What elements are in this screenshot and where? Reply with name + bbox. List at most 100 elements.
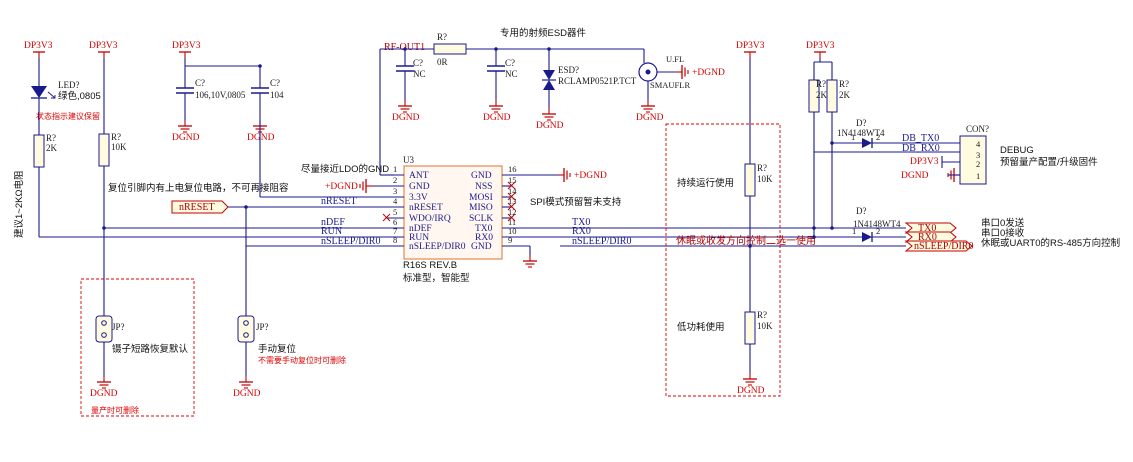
svg-text:NSS: NSS — [475, 182, 492, 192]
svg-text:5: 5 — [393, 207, 397, 217]
svg-text:GND: GND — [409, 182, 430, 192]
ic-pin: 7 RUN — [39, 226, 429, 243]
ic-ref: U3 — [403, 155, 414, 165]
c-rf2-value: NC — [505, 69, 518, 79]
ldo-note: 尽量接近LDO的GND — [301, 163, 389, 175]
ic-body — [403, 165, 503, 260]
jp-short-ref: JP? — [112, 322, 125, 332]
r-rf-ref: R? — [437, 32, 447, 42]
c-rf1-ref: C? — [413, 58, 423, 68]
svg-text:WDO/IRQ: WDO/IRQ — [409, 214, 451, 224]
run-mode-label: 持续运行使用 — [677, 177, 734, 189]
r-pullup-ref: R? — [111, 132, 121, 142]
svg-text:TX0: TX0 — [475, 224, 493, 234]
power-label: DP3V3 — [910, 157, 939, 167]
svg-text:10: 10 — [508, 226, 517, 236]
db-rx0-net: DB_RX0 — [902, 143, 940, 154]
ground-label: DGND — [90, 389, 118, 399]
suggest-resistor-note: 建议1~2KΩ电阻 — [13, 170, 25, 238]
svg-text:3: 3 — [393, 186, 397, 196]
r-run-ref: R? — [757, 163, 767, 173]
svg-text:GND: GND — [471, 171, 492, 181]
d-tx-ref: D? — [856, 206, 867, 216]
debug-section: DP3V3 R? 2K R? 2K D? 1N4148WT4 1 2 DB_TX… — [806, 41, 1098, 239]
svg-text:7: 7 — [393, 226, 397, 236]
esd-value: RCLAMP0521P.TCT — [558, 76, 637, 86]
svg-text:GND: GND — [471, 242, 492, 252]
svg-text:nDEF: nDEF — [409, 224, 432, 234]
power-label: DP3V3 — [806, 41, 835, 51]
con-pin: 4 — [976, 139, 981, 149]
svg-text:1: 1 — [852, 226, 856, 236]
jp-reset-note: 手动复位 — [258, 343, 297, 355]
esd-ref: ESD? — [558, 65, 579, 75]
debug-title: DEBUG — [1000, 145, 1034, 156]
diode-icon — [862, 138, 872, 148]
power-label: DP3V3 — [89, 41, 118, 51]
sleep-desc: 休眠或UART0的RS-485方向控制 — [981, 237, 1120, 249]
svg-text:nRESET: nRESET — [409, 203, 443, 213]
c-bulk-ref: C? — [195, 78, 205, 88]
mass-production-note: 量产时可删除 — [91, 405, 139, 415]
svg-text:RX0: RX0 — [475, 233, 493, 243]
svg-text:16: 16 — [508, 164, 517, 174]
mode-zone-box — [665, 123, 781, 397]
d-db-ref: D? — [856, 118, 867, 128]
svg-text:12: 12 — [508, 207, 517, 217]
svg-text:MOSI: MOSI — [469, 193, 493, 203]
r-db2-value: 2K — [839, 90, 851, 100]
svg-text:15: 15 — [508, 175, 517, 185]
jumper-icon — [95, 315, 113, 343]
decoupling-caps: DP3V3 DGND C? 106,10V,0805 DGND C? 104 — [172, 41, 284, 143]
ground-label: DGND — [172, 133, 200, 143]
r-led-value: 2K — [46, 143, 58, 153]
ndef-net: nDEF — [321, 217, 345, 228]
r-db1-value: 2K — [816, 90, 828, 100]
nreset-flag: nRESET — [179, 202, 215, 213]
no-connect-marks — [382, 181, 516, 222]
tx0-flag: TX0 — [918, 223, 936, 234]
r-run-value: 10K — [757, 174, 773, 184]
r-pullup-value: 10K — [111, 142, 127, 152]
c-small-value: 104 — [270, 90, 284, 100]
ground-label: DGND — [636, 113, 664, 123]
esd-title: 专用的射频ESD器件 — [500, 27, 587, 39]
power-label: DP3V3 — [172, 41, 201, 51]
r-db1-ref: R? — [816, 79, 826, 89]
rx0-flag: RX0 — [918, 232, 937, 243]
ground-label: DGND — [392, 113, 420, 123]
ic-pin: 4 nRESET — [226, 196, 443, 213]
rx-desc: 串口0接收 — [981, 227, 1025, 239]
nsleep-flag: nSLEEP/DIR0 — [914, 241, 973, 252]
svg-text:9: 9 — [508, 235, 512, 245]
resistor-icon — [744, 163, 756, 197]
ic-variant: 标准型，智能型 — [403, 272, 470, 284]
led-branch: DP3V3 LED? 绿色,0805 状态指示建议保留 R? 2K 建议1~2K… — [13, 41, 101, 238]
uart-outputs: D? 1N4148WT4 1 2 TX0 RX0 nSLEEP/DIR0 串口0… — [812, 206, 1120, 252]
led-ref: LED? — [58, 80, 80, 90]
nsleep-net: nSLEEP/DIR0 — [321, 236, 380, 247]
d-db-value: 1N4148WT4 — [837, 128, 885, 138]
ic-left-nets: 尽量接近LDO的GND +DGND 复位引脚内有上电复位电路，不可再接阻容 nR… — [102, 120, 389, 399]
reset-note: 复位引脚内有上电复位电路，不可再接阻容 — [108, 182, 289, 194]
run-net: RUN — [321, 226, 342, 237]
led-note: 状态指示建议保留 — [36, 111, 100, 121]
svg-text:4: 4 — [393, 196, 398, 206]
net-flag — [904, 240, 973, 252]
resistor-icon — [826, 79, 838, 113]
rx0-net: RX0 — [572, 226, 591, 237]
ic-pin: 33.3V — [260, 186, 428, 203]
ic-name: R16S REV.B — [403, 260, 457, 271]
low-power-label: 低功耗使用 — [677, 321, 725, 333]
r-db2-ref: R? — [839, 79, 849, 89]
tvs-diode-icon — [543, 70, 555, 80]
